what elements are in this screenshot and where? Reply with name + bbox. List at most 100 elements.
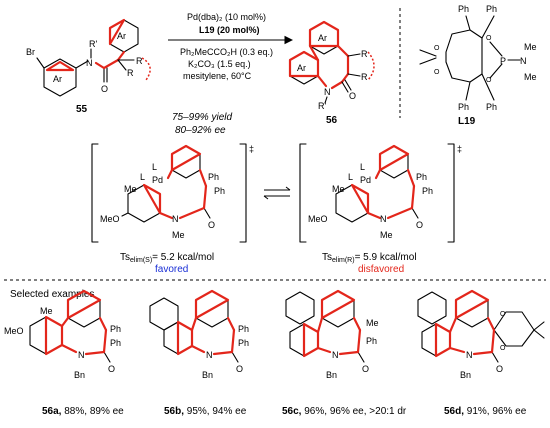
ts-left-dagger: ‡ (249, 144, 254, 154)
examples-heading: Selected examples (10, 289, 95, 300)
56a-o: O (108, 364, 115, 374)
bromo-label: Br (26, 47, 35, 57)
ts-right-prefix: Ts (322, 252, 332, 263)
56a-ph2: Ph (110, 338, 121, 348)
equilibrium-arrows (263, 186, 291, 200)
r-label-2: R (136, 56, 143, 66)
compound-55-label: 55 (76, 104, 88, 115)
l19-o-1: O (486, 35, 492, 42)
56a-me: Me (40, 306, 53, 316)
l19-o-3: O (434, 45, 440, 52)
ts-right-l1: L (360, 162, 365, 172)
56a-n: N (78, 350, 85, 360)
56c-result: 96%, 96% ee, >20:1 dr (301, 406, 406, 417)
56a-meo: MeO (4, 326, 24, 336)
product-r-label: R (361, 49, 368, 59)
56b-ph1: Ph (238, 324, 249, 334)
l19-p-label: P (500, 56, 506, 66)
l19-o-2: O (486, 77, 492, 84)
condition-solvent: mesitylene, 60°C (183, 71, 252, 81)
ts-right-ph2: Ph (422, 186, 433, 196)
l19-ph-1: Ph (458, 4, 469, 14)
favored-label: favored (155, 264, 188, 275)
ring-ar-label: Ar (53, 74, 62, 84)
starting-material-55: Br Ar N R' O Ar R R 55 (26, 18, 151, 115)
ts-left-o: O (208, 220, 215, 230)
ts-left-me: Me (124, 184, 137, 194)
56c-ph: Ph (366, 336, 377, 346)
56c-o: O (362, 364, 369, 374)
56d-o2: O (500, 345, 506, 352)
product-ar-bottom: Ar (297, 63, 306, 73)
ts-left-value: = 5.2 kcal/mol (152, 252, 214, 263)
carbonyl-o-label: O (101, 84, 108, 94)
l19-me-1: Me (524, 42, 537, 52)
56a-result: 88%, 89% ee (61, 406, 124, 417)
n-label: N (86, 58, 93, 68)
ts-right-o: O (416, 220, 423, 230)
56d-bn: Bn (460, 370, 471, 380)
product-rprime-label: R' (318, 101, 326, 111)
example-56d-caption: 56d, 91%, 96% ee (444, 406, 527, 417)
ts-left-n: N (172, 214, 179, 224)
56d-o1: O (500, 311, 506, 318)
ts-left-prefix: Ts (120, 252, 130, 263)
product-r-label-2: R (361, 72, 368, 82)
ring-ar2-label: Ar (117, 31, 126, 41)
l19-ph-4: Ph (486, 102, 497, 112)
example-56b-caption: 56b, 95%, 94% ee (164, 406, 247, 417)
r-label: R (127, 68, 134, 78)
example-56a-caption: 56a, 88%, 89% ee (42, 406, 124, 417)
example-56c-caption: 56c, 96%, 96% ee, >20:1 dr (282, 406, 407, 417)
56c-me: Me (366, 318, 379, 328)
l19-o-4: O (434, 69, 440, 76)
56c-id: 56c, (282, 406, 302, 417)
l19-ph-3: Ph (458, 102, 469, 112)
ts-left: ‡ L L Pd Me MeO Ph Ph O N Me (91, 143, 254, 243)
ts-right-n: N (380, 214, 387, 224)
product-o-label: O (349, 91, 356, 101)
ts-left-sub: elim(S) (130, 257, 152, 264)
example-56b-structure: Ph Ph O N Bn (149, 289, 249, 380)
ts-right-pd: Pd (360, 175, 371, 185)
l19-n-label: N (520, 56, 527, 66)
example-56c-structure: Me Ph O N Bn (285, 289, 379, 380)
56d-result: 91%, 96% ee (464, 406, 527, 417)
product-ar-top: Ar (318, 33, 327, 43)
56c-bn: Bn (326, 370, 337, 380)
product-n-label: N (324, 87, 331, 97)
56d-o: O (496, 364, 503, 374)
ts-right-ph1: Ph (416, 172, 427, 182)
56a-id: 56a, (42, 406, 62, 417)
product-56: Ar Ar N O R' R R 56 (288, 20, 375, 126)
ts-right-value: = 5.9 kcal/mol (355, 252, 417, 263)
56d-id: 56d, (444, 406, 464, 417)
ts-right: ‡ L L Pd Me MeO Ph Ph O N Me (299, 143, 462, 243)
56a-bn: Bn (74, 370, 85, 380)
ts-left-pd: Pd (152, 175, 163, 185)
condition-base: K₂CO₃ (1.5 eq.) (188, 59, 251, 69)
ee-range: 80–92% ee (175, 125, 226, 136)
ts-left-energy: Tselim(S)= 5.2 kcal/mol (120, 252, 214, 264)
ts-left-ph2: Ph (214, 186, 225, 196)
ts-right-l2: L (348, 172, 353, 182)
56b-o: O (236, 364, 243, 374)
ts-left-nme: Me (172, 230, 185, 240)
reaction-conditions: Pd(dba)₂ (10 mol%) L19 (20 mol%) Ph₂MeCC… (168, 12, 294, 81)
ts-right-dagger: ‡ (457, 144, 462, 154)
compound-56-label: 56 (326, 115, 338, 126)
l19-ph-2: Ph (486, 4, 497, 14)
ts-left-l1: L (152, 162, 157, 172)
56a-ph1: Ph (110, 324, 121, 334)
yield-range: 75–99% yield (172, 112, 232, 123)
condition-ligand: L19 (20 mol%) (199, 25, 260, 35)
rprime-label: R' (89, 39, 97, 49)
56d-n: N (466, 350, 473, 360)
example-56a-structure: Me MeO Ph Ph O N Bn (4, 289, 121, 380)
56b-id: 56b, (164, 406, 184, 417)
l19-me-2: Me (524, 72, 537, 82)
ligand-l19-label: L19 (458, 116, 476, 127)
56b-bn: Bn (202, 370, 213, 380)
56b-n: N (206, 350, 213, 360)
